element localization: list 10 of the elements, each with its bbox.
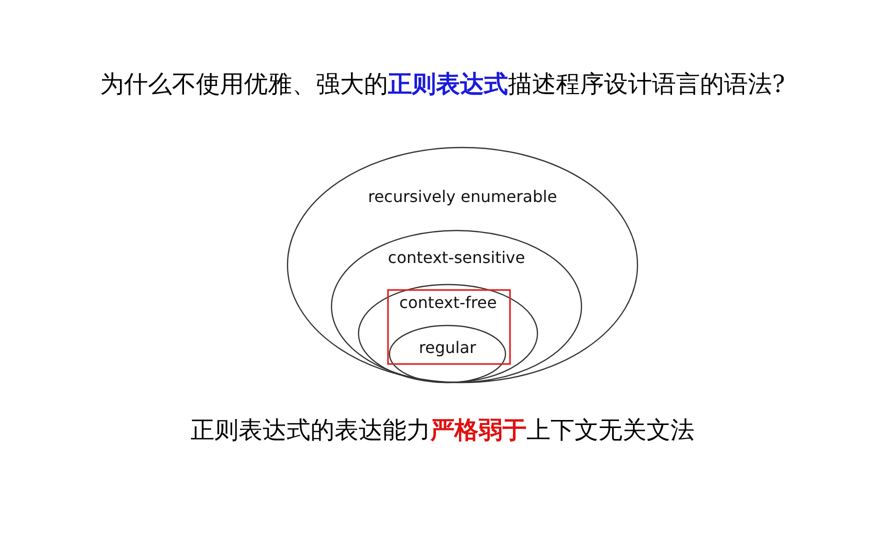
- caption: 正则表达式的表达能力严格弱于上下文无关文法: [190, 414, 694, 446]
- set-label: regular: [418, 338, 478, 357]
- set-label: context-sensitive: [386, 248, 526, 267]
- set-label: recursively enumerable: [366, 187, 558, 206]
- title: 为什么不使用优雅、强大的正则表达式描述程序设计语言的语法?: [100, 68, 785, 100]
- set-ellipse: [389, 325, 506, 383]
- set-ellipse: [331, 230, 582, 383]
- set-label: context-free: [398, 293, 498, 312]
- set-ellipse: [358, 284, 538, 383]
- set-ellipse: [287, 147, 638, 383]
